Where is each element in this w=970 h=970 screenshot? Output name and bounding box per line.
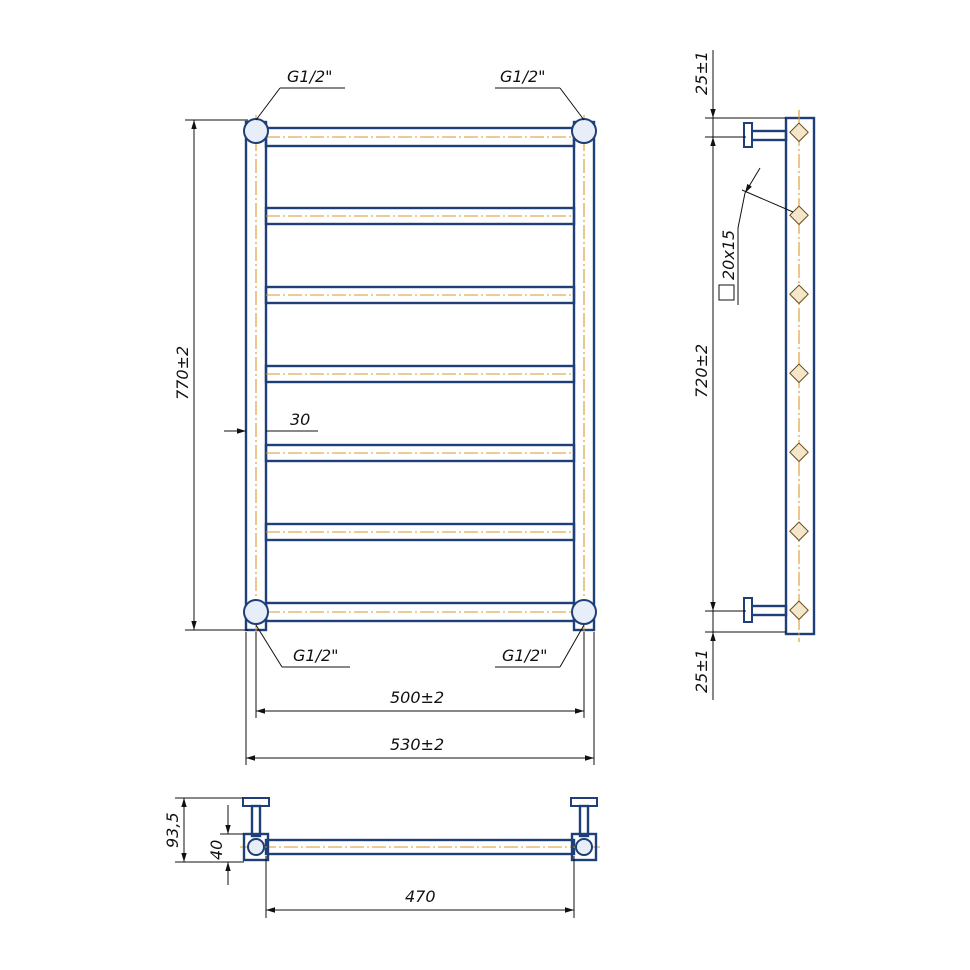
- thread-label-bottom-left: G1/2": [293, 646, 339, 665]
- thread-label-top-right: G1/2": [500, 67, 546, 86]
- side-riser: [784, 116, 816, 636]
- dim-width-centers: 500±2: [390, 688, 444, 707]
- dim-bottom-span: 470: [405, 887, 436, 906]
- top-view: 93,5 40 470: [163, 797, 600, 918]
- dim-height-overall: 770±2: [173, 346, 192, 400]
- front-view: G1/2" G1/2" G1/2" G1/2" 770±2 30 500±2 5…: [173, 67, 597, 765]
- dim-depth-overall: 93,5: [163, 812, 182, 848]
- dim-profile: 20x15: [719, 230, 738, 280]
- cap-top-left: [243, 118, 269, 144]
- top-mount-right: [570, 797, 598, 807]
- crossbar-section: [789, 284, 809, 305]
- crossbar-section: [789, 205, 809, 226]
- side-view: 25±1 720±2 25±1 20x15: [692, 50, 816, 700]
- cap-top-right: [571, 118, 597, 144]
- crossbar-section: [789, 442, 809, 463]
- dim-width-overall: 530±2: [390, 735, 444, 754]
- crossbar-section: [789, 363, 809, 384]
- connection-caps: [243, 118, 597, 625]
- cap-bottom-right: [571, 599, 597, 625]
- top-end-left: [247, 838, 265, 856]
- square-profile-icon: [718, 284, 735, 301]
- crossbar-section: [789, 600, 809, 621]
- thread-label-bottom-right: G1/2": [502, 646, 548, 665]
- wall-flange-bottom: [743, 597, 753, 623]
- crossbar-section: [789, 521, 809, 542]
- dim-depth-axis: 40: [207, 840, 226, 860]
- dim-side-bottom-offset: 25±1: [692, 649, 711, 693]
- wall-brackets: [743, 122, 788, 623]
- crossbar-section: [789, 122, 809, 143]
- dim-offset: 30: [290, 410, 310, 429]
- wall-flange-top: [743, 122, 753, 148]
- crossbars: [264, 126, 576, 623]
- top-mount-left: [242, 797, 270, 807]
- cap-bottom-left: [243, 599, 269, 625]
- crossbar-sections: [789, 122, 809, 621]
- top-end-right: [575, 838, 593, 856]
- dim-side-top-offset: 25±1: [692, 51, 711, 95]
- dim-side-height: 720±2: [692, 344, 711, 398]
- thread-label-top-left: G1/2": [287, 67, 333, 86]
